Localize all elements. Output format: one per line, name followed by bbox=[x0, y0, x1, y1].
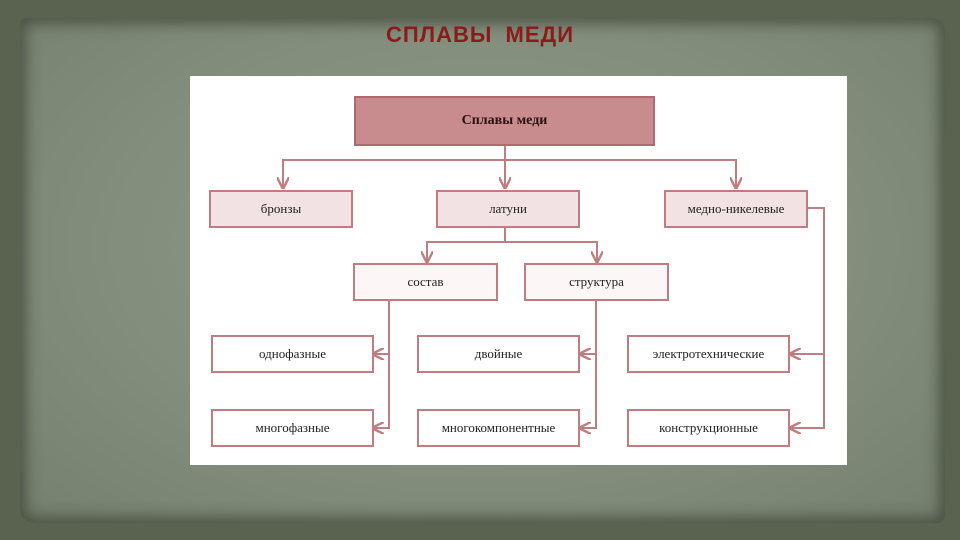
node-binary: двойные bbox=[417, 335, 580, 373]
slide-title: СПЛАВЫ МЕДИ bbox=[385, 22, 575, 47]
node-multicomponent: многокомпонентные bbox=[417, 409, 580, 447]
node-electrical: электротехнические bbox=[627, 335, 790, 373]
connector-structure-multicomponent bbox=[580, 354, 597, 428]
connector-structure-binary bbox=[580, 301, 597, 354]
connector-composition-single bbox=[373, 301, 390, 354]
node-brass: латуни bbox=[436, 190, 580, 228]
node-copper-nickel: медно-никелевые bbox=[664, 190, 808, 228]
connector-cuni-structural bbox=[790, 354, 825, 428]
connector-brass-composition bbox=[427, 228, 506, 262]
connector-root-cuni bbox=[505, 159, 736, 188]
node-bronze: бронзы bbox=[209, 190, 353, 228]
node-structural: конструкционные bbox=[627, 409, 790, 447]
connector-brass-structure bbox=[505, 241, 597, 262]
connector-root-bronze bbox=[283, 146, 506, 188]
diagram: Сплавы меди бронзы латуни медно-никелевы… bbox=[190, 76, 847, 465]
node-composition: состав bbox=[353, 263, 498, 301]
connector-cuni-electrical bbox=[790, 207, 825, 354]
node-structure: структура bbox=[524, 263, 669, 301]
node-multi-phase: многофазные bbox=[211, 409, 374, 447]
connector-lines bbox=[190, 146, 825, 465]
node-root: Сплавы меди bbox=[354, 96, 655, 146]
node-single-phase: однофазные bbox=[211, 335, 374, 373]
connector-composition-multi bbox=[373, 354, 390, 428]
